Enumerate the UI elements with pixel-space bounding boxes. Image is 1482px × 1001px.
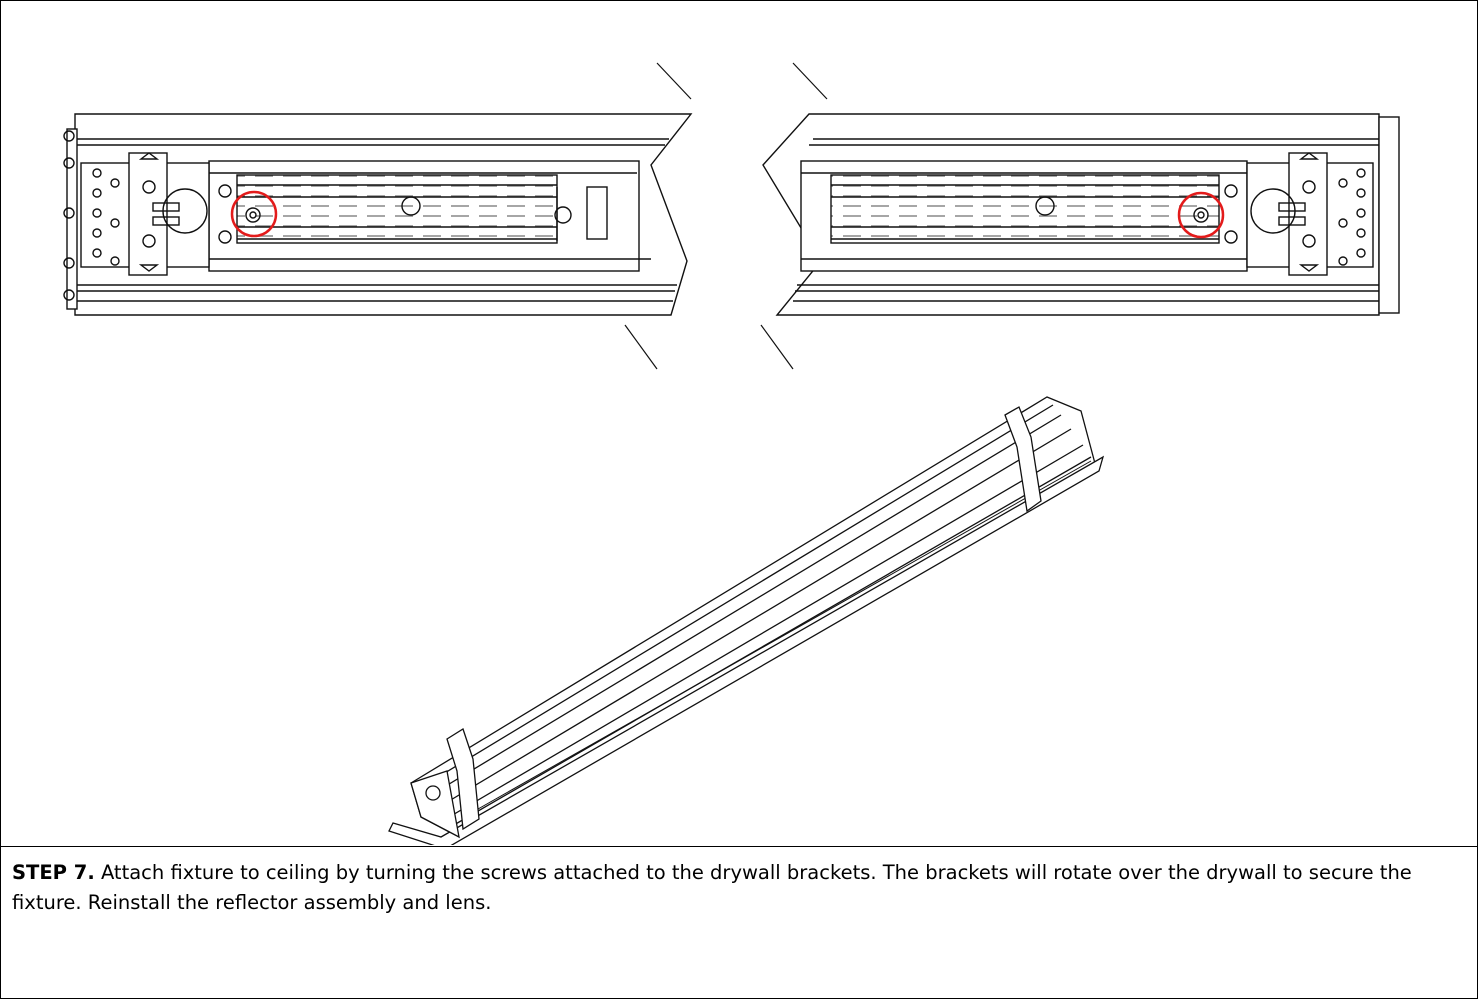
screw-callout-left <box>230 190 278 238</box>
screw-callout-right <box>1177 191 1225 239</box>
break-lines-right <box>760 62 828 370</box>
step-instructions: Attach fixture to ceiling by turning the… <box>12 861 1412 914</box>
installation-figure <box>1 1 1477 845</box>
step-label: STEP 7. <box>12 861 95 884</box>
caption-divider <box>0 846 1478 847</box>
isometric-fixture-view <box>388 396 1105 845</box>
fixture-illustration <box>63 62 1400 845</box>
top-view-right <box>762 113 1400 316</box>
break-lines-left <box>624 62 692 370</box>
step-caption: STEP 7. Attach fixture to ceiling by tur… <box>12 858 1466 918</box>
top-view-left <box>63 113 693 316</box>
